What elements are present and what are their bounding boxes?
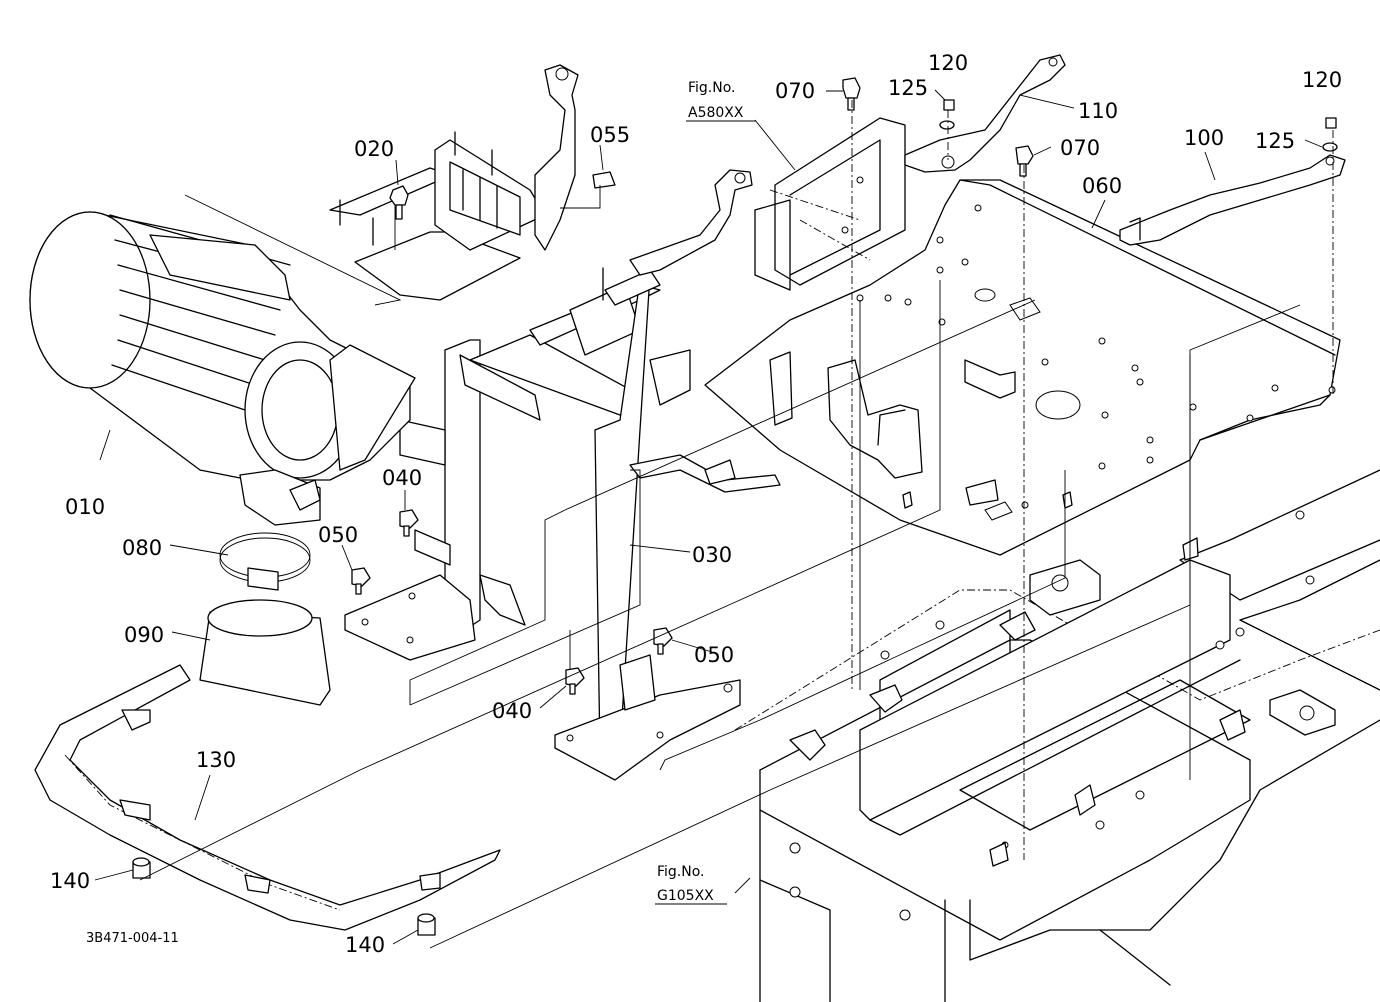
rear-bracket	[754, 117, 906, 291]
part-labels: 010 020 030 040 040 050 050 055 060 070 …	[50, 51, 1342, 957]
hose-clamp-080	[219, 532, 311, 591]
part-label-080: 080	[122, 536, 162, 560]
part-label-110: 110	[1078, 99, 1118, 123]
bumper-130	[34, 664, 501, 931]
leader-lines	[94, 89, 1323, 945]
floor-plate-060	[704, 179, 1341, 556]
part-label-070-left: 070	[775, 79, 815, 103]
arm-100	[1119, 154, 1346, 246]
part-label-040-upper: 040	[382, 466, 422, 490]
figure-ref-a580[interactable]: Fig.No. A580XX	[686, 80, 756, 122]
part-label-010: 010	[65, 495, 105, 519]
machine-frame	[734, 469, 1380, 1002]
part-label-125-left: 125	[888, 76, 928, 100]
part-label-070-right: 070	[1060, 136, 1100, 160]
part-label-100: 100	[1184, 126, 1224, 150]
figure-ref-g105[interactable]: Fig.No. G105XX	[655, 864, 727, 905]
drawing-code: 3B471-004-11	[86, 931, 179, 946]
part-label-060: 060	[1082, 174, 1122, 198]
part-label-050-lower: 050	[694, 643, 734, 667]
figure-ref-g105-title: Fig.No.	[657, 864, 705, 880]
part-label-090: 090	[124, 623, 164, 647]
reference-lines	[139, 100, 1334, 949]
part-label-140-right: 140	[345, 933, 385, 957]
part-label-120-right: 120	[1302, 68, 1342, 92]
part-label-140-left: 140	[50, 869, 90, 893]
part-label-125-right: 125	[1255, 129, 1295, 153]
part-label-030: 030	[692, 543, 732, 567]
figure-ref-a580-title: Fig.No.	[688, 80, 736, 96]
hose-090	[199, 599, 331, 706]
arm-110	[904, 54, 1066, 173]
part-label-120-left: 120	[928, 51, 968, 75]
figure-ref-g105-number[interactable]: G105XX	[657, 888, 714, 904]
part-label-040-lower: 040	[492, 699, 532, 723]
air-cleaner-010	[29, 211, 416, 526]
fasteners	[132, 77, 1338, 936]
main-frame-030	[329, 64, 781, 781]
part-label-020: 020	[354, 137, 394, 161]
part-label-050-upper: 050	[318, 523, 358, 547]
part-label-130: 130	[196, 748, 236, 772]
figure-ref-a580-number[interactable]: A580XX	[688, 105, 744, 121]
part-label-055: 055	[590, 123, 630, 147]
